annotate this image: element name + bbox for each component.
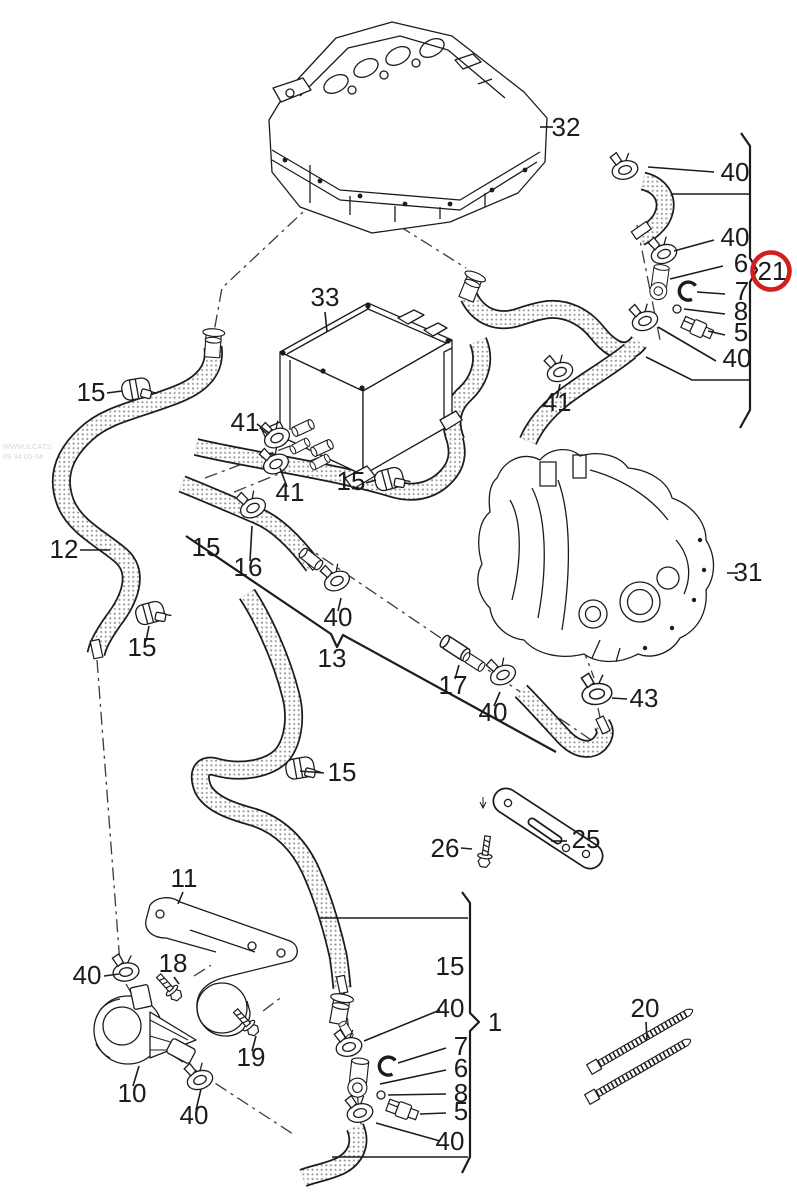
callout-41: 41 [276,477,305,507]
watermark-line2: 09 34 05-04 [3,452,43,461]
callout-32: 32 [552,112,581,142]
callout-15: 15 [436,951,465,981]
callout-12: 12 [50,534,79,564]
clamp-40-top [606,147,641,183]
highlight-circle-21 [750,250,792,292]
retaining-clip-7-lower [375,1053,398,1078]
group-21-small-parts [606,147,716,342]
hose-1-bottom [299,1123,368,1187]
bracket-group-13 [185,535,557,753]
transmission-31 [477,449,715,663]
callout-15: 15 [328,757,357,787]
screw-26 [475,834,496,869]
watermark-line1: WWW.ILCATS [3,442,52,451]
callout-8: 8 [734,296,748,326]
callout-16: 16 [234,552,263,582]
hose-upper-branch-down [442,337,492,445]
o-ring-8-upper [672,304,682,314]
hose-main-upper [460,292,647,361]
callout-25: 25 [572,824,601,854]
clamp-43 [577,669,615,708]
callout-15: 15 [77,377,106,407]
bracket-group-21 [739,132,759,429]
callout-40: 40 [73,960,102,990]
hose-1-flange-fitting [325,991,355,1027]
clamp-40-lower [625,298,661,335]
callout-7: 7 [735,276,749,306]
callout-40: 40 [721,222,750,252]
hose-main-connector [455,268,488,304]
callout-40: 40 [436,1126,465,1156]
callout-41: 41 [231,407,260,437]
callout-6: 6 [454,1053,468,1083]
callout-labels: 32 40 40 6 21 7 8 5 40 33 15 41 41 15 12… [50,112,787,1156]
drive-unit-32 [268,21,548,234]
callout-15: 15 [192,532,221,562]
o-ring-8-lower [376,1090,386,1100]
group-1-stack [330,1019,421,1126]
callout-31: 31 [734,557,763,587]
leader-lines [80,126,749,1158]
callout-26: 26 [431,833,460,863]
bracket-group-1 [461,891,481,1174]
callout-1: 1 [488,1007,502,1037]
elbow-6-upper [648,263,671,302]
retaining-clip-7-upper [675,278,698,303]
callout-7: 7 [454,1031,468,1061]
elbow-6-lower [346,1056,371,1099]
hose-elbow-top-right [635,171,675,246]
callout-15: 15 [337,466,366,496]
temp-sensor-5-upper [679,314,716,342]
callout-33: 33 [311,282,340,312]
callout-41: 41 [543,387,572,417]
screw-26-guide-arrow [479,797,487,810]
callout-10: 10 [118,1078,147,1108]
callout-5: 5 [454,1096,468,1126]
callout-15: 15 [128,632,157,662]
temp-sensor-5-lower [384,1097,421,1124]
group-brackets [185,132,759,1174]
watermark: WWW.ILCATS 09 34 05-04 [3,442,52,461]
callout-43: 43 [630,683,659,713]
bracket-11 [145,897,298,1037]
hose-13 [190,588,352,989]
pump-10 [93,984,197,1065]
clamp-41 [540,349,576,386]
mounting-plate-25 [492,787,604,870]
hose-12 [51,345,223,657]
callout-40: 40 [721,157,750,187]
callout-21-circled: 21 [758,256,787,286]
callout-11: 11 [171,863,198,893]
callout-6: 6 [734,248,748,278]
clamp-40 [109,950,142,984]
hose-upper-branch-left [519,343,637,446]
callout-18: 18 [159,948,188,978]
callout-19: 19 [237,1042,266,1072]
clamp-15 [133,597,174,630]
callout-40: 40 [436,993,465,1023]
callout-13: 13 [318,643,347,673]
callout-8: 8 [454,1078,468,1108]
callout-17: 17 [439,670,468,700]
callout-40: 40 [723,343,752,373]
callout-20: 20 [631,993,660,1023]
control-module-33 [261,302,463,490]
callout-40: 40 [479,697,508,727]
hose-16-upper [193,437,466,501]
callout-40: 40 [180,1100,209,1130]
callout-40: 40 [324,602,353,632]
callout-5: 5 [734,317,748,347]
